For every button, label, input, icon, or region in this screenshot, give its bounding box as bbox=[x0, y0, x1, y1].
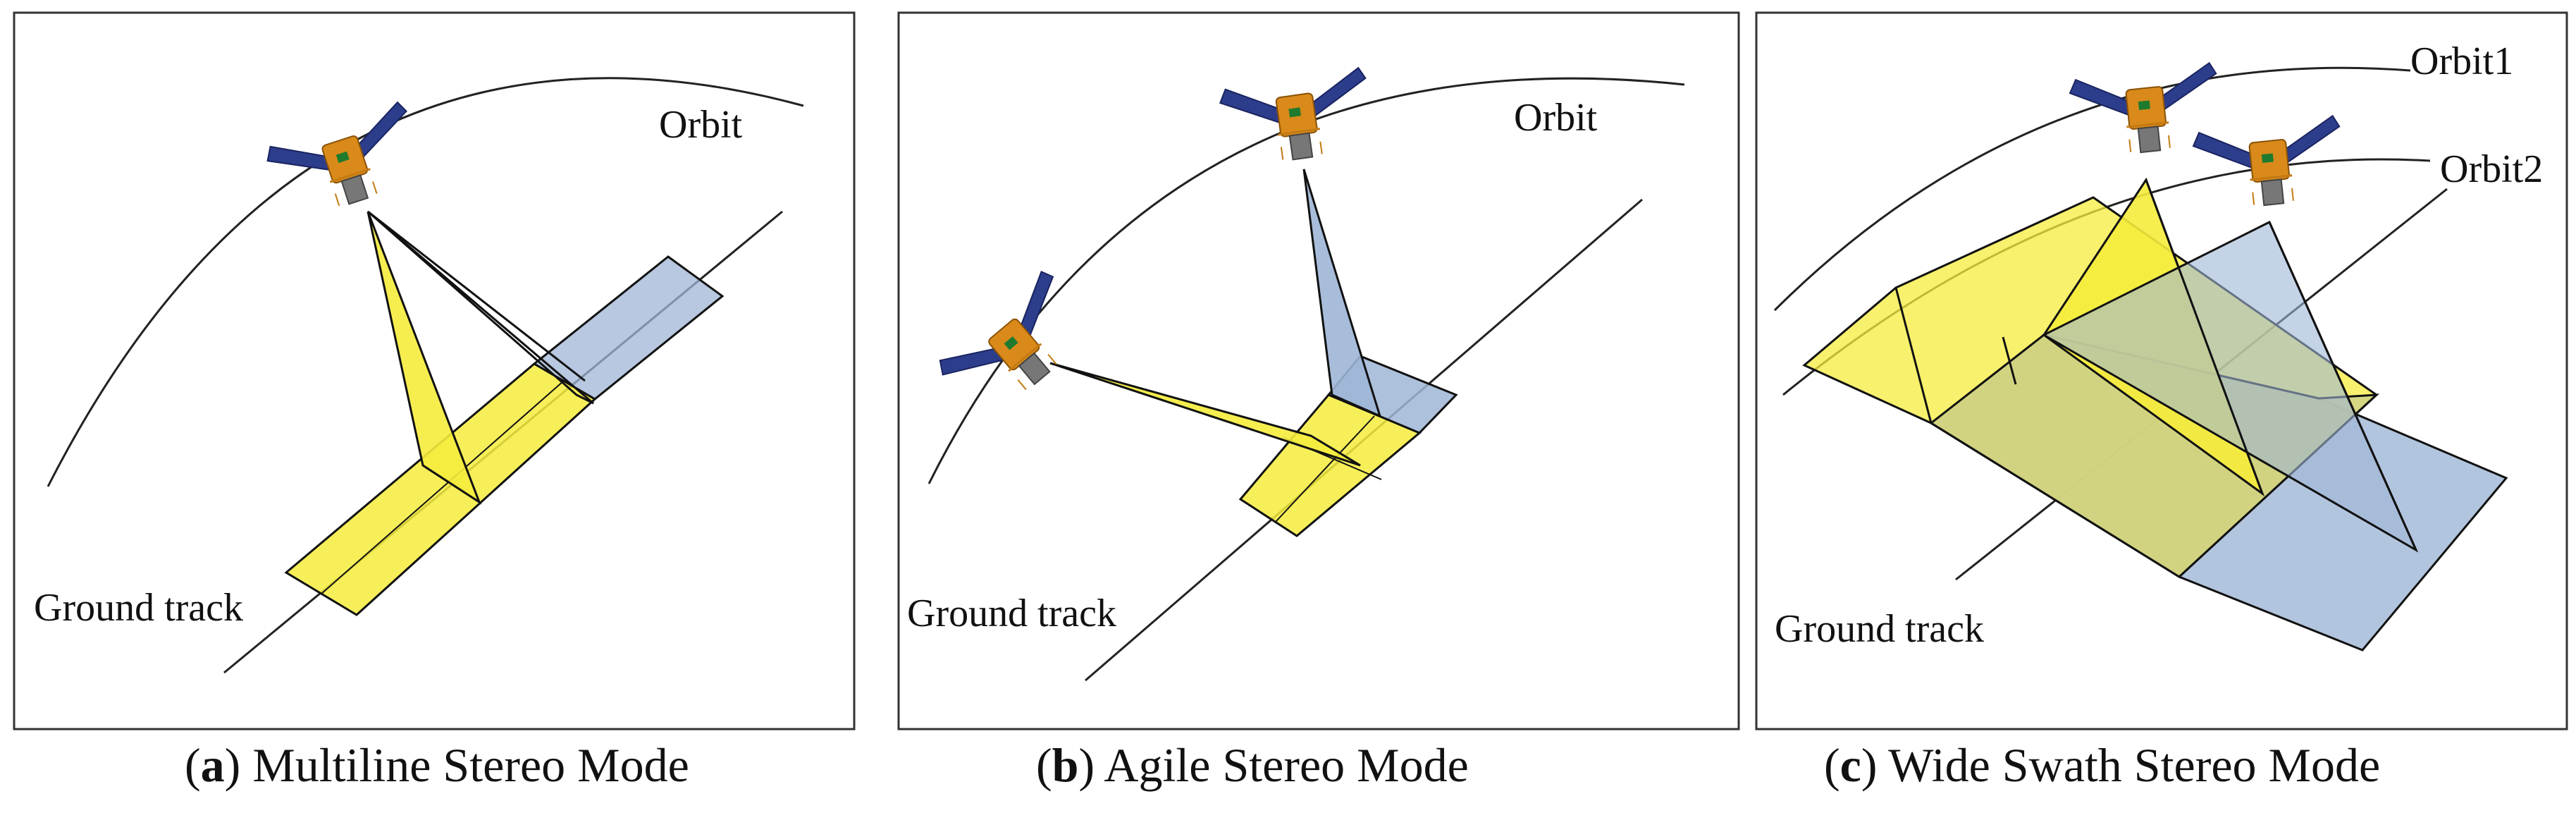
panel-a-caption: (a) Multiline Stereo Mode bbox=[185, 738, 689, 792]
panel-a-orbit-label: Orbit bbox=[659, 103, 743, 147]
panel-a-forward-beam bbox=[367, 210, 594, 405]
panel-a-letter: a bbox=[200, 738, 225, 792]
panel-c-satellite-icon-2 bbox=[2190, 114, 2348, 214]
panel-a-ground-track-label: Ground track bbox=[34, 586, 243, 630]
panel-b-caption: (b) Agile Stereo Mode bbox=[1036, 738, 1469, 792]
panel-c-caption-text: Wide Swath Stereo Mode bbox=[1888, 738, 2381, 792]
panel-c: Orbit1 Orbit2 Ground track bbox=[1755, 11, 2568, 731]
panel-a-frame bbox=[13, 11, 856, 731]
panel-b-satellite-icon-1 bbox=[1216, 66, 1376, 170]
panel-b-satellite-icon-2 bbox=[932, 267, 1099, 427]
panel-c-orbit2-label: Orbit2 bbox=[2440, 147, 2543, 191]
panel-a-satellite-icon bbox=[261, 99, 429, 226]
panel-c-orbit1-line bbox=[1773, 66, 2411, 312]
panel-b-letter: b bbox=[1052, 738, 1079, 792]
panel-c-ground-track-label: Ground track bbox=[1775, 607, 1984, 651]
panel-c-letter: c bbox=[1839, 738, 1861, 792]
panel-b-orbit-label: Orbit bbox=[1514, 96, 1598, 140]
panel-b-caption-text: Agile Stereo Mode bbox=[1104, 738, 1469, 792]
panel-b-forward-beam bbox=[1302, 169, 1382, 418]
panel-b-backward-beam bbox=[1049, 362, 1361, 467]
panel-a-caption-text: Multiline Stereo Mode bbox=[252, 738, 689, 792]
panel-b: Orbit Ground track bbox=[897, 11, 1740, 731]
panel-c-orbit1-label: Orbit1 bbox=[2410, 39, 2513, 83]
panel-a-nadir-beam bbox=[366, 211, 482, 505]
panel-a: Orbit Ground track bbox=[13, 11, 856, 731]
panel-c-frame bbox=[1755, 11, 2568, 731]
panel-b-frame bbox=[897, 11, 1740, 731]
panel-b-yellow-footprint bbox=[1238, 393, 1422, 537]
panel-c-caption: (c) Wide Swath Stereo Mode bbox=[1824, 738, 2381, 792]
panel-b-ground-track-label: Ground track bbox=[907, 592, 1116, 635]
